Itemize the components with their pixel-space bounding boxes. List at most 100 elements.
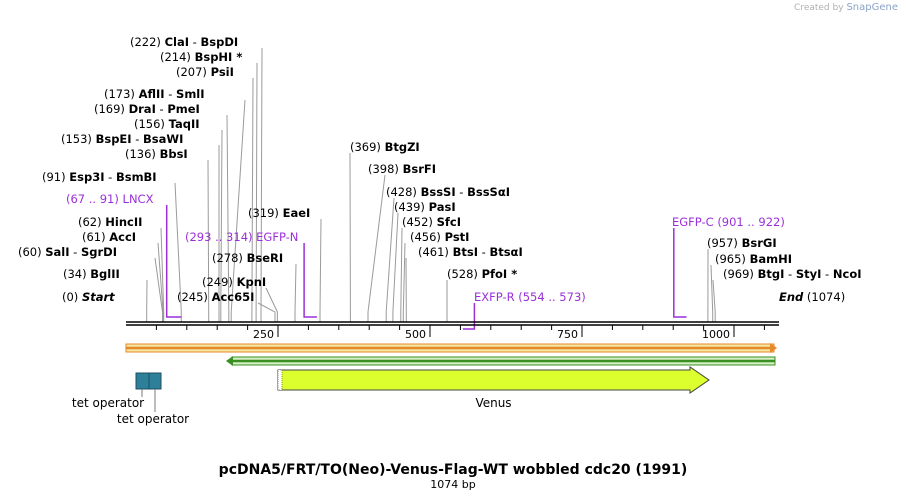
enzyme-name: HincII	[105, 215, 142, 229]
primer-name: EGFP-N	[256, 230, 298, 244]
site-position: (319)	[248, 206, 283, 220]
primer-label: EXFP-R (554 .. 573)	[474, 290, 586, 304]
watermark: Created by SnapGene	[794, 2, 898, 13]
site-position: (969)	[723, 267, 758, 281]
site-position: (173)	[104, 87, 139, 101]
site-leader-line	[226, 114, 230, 322]
site-position: (528)	[447, 267, 482, 281]
enzyme-name: BsrGI	[742, 236, 777, 250]
site-position: (34)	[63, 267, 90, 281]
site-position: (214)	[160, 50, 195, 64]
enzyme-name: EaeI	[283, 206, 311, 220]
site-position: (369)	[350, 140, 385, 154]
site-label: (34) BglII	[63, 267, 120, 281]
enzyme-name: BtsαI	[489, 245, 522, 259]
enzyme-name: BtgZI	[385, 140, 420, 154]
primer-range: (293 .. 314)	[185, 230, 256, 244]
ruler-label: 1000	[702, 328, 730, 341]
enzyme-name: SfcI	[437, 215, 461, 229]
enzyme-name: BamHI	[750, 252, 792, 266]
site-leader-line	[257, 302, 276, 322]
forward-arrowhead	[770, 343, 777, 353]
primers: (67 .. 91) LNCX (293 .. 314) EGFP-N EXFP-R…	[66, 192, 785, 330]
site-position: (249)	[202, 275, 237, 289]
site-position: (452)	[402, 215, 437, 229]
separator: -	[70, 245, 81, 259]
enzyme-name: KpnI	[237, 275, 267, 289]
enzyme-name: TaqII	[169, 117, 200, 131]
site-leader-line	[220, 129, 223, 322]
site-position: (456)	[410, 230, 445, 244]
enzyme-name: BspDI	[200, 35, 238, 49]
enzyme-name: PsiI	[211, 65, 234, 79]
site-label: (965) BamHI	[715, 252, 792, 266]
tet-operator-label: tet operator	[72, 396, 144, 410]
site-leader-line	[402, 242, 406, 322]
site-label: (156) TaqII	[134, 117, 200, 131]
primer-range: (554 .. 573)	[518, 290, 586, 304]
site-leader-line	[207, 159, 210, 322]
site-position: (61)	[82, 230, 109, 244]
site-leader-line	[154, 257, 163, 322]
separator: -	[456, 185, 467, 199]
site-position: (169)	[94, 102, 129, 116]
site-leader-line	[157, 242, 164, 322]
primer-range: (67 .. 91)	[66, 192, 123, 206]
site-label: (528) PfoI *	[447, 267, 517, 281]
tet-operator-label: tet operator	[117, 412, 189, 426]
site-label: (207) PsiI	[176, 65, 234, 79]
enzyme-name: AflII	[139, 87, 165, 101]
site-leader-line	[265, 287, 278, 322]
site-label: (428) BssSI - BssSαI	[386, 185, 510, 199]
site-leader-line	[260, 47, 263, 322]
site-label: (398) BsrFI	[368, 162, 436, 176]
separator: -	[104, 170, 115, 184]
enzyme-name: BtsI	[453, 245, 478, 259]
enzyme-name: AccI	[109, 230, 136, 244]
site-position: (957)	[707, 236, 742, 250]
primer-bracket	[165, 205, 182, 318]
site-leader-line	[712, 279, 716, 322]
end-label: End (1074)	[779, 290, 845, 304]
primer-range: (901 .. 922)	[717, 215, 785, 229]
enzyme-name: BglII	[90, 267, 120, 281]
site-label: (957) BsrGI	[707, 236, 777, 250]
site-lines	[146, 47, 716, 322]
strand-arrows	[125, 343, 777, 366]
site-label: (61) AccI	[82, 230, 136, 244]
enzyme-name: BspHI *	[195, 50, 243, 64]
primer-label: (67 .. 91) LNCX	[66, 192, 154, 206]
site-label: (62) HincII	[78, 215, 142, 229]
primer-bracket	[303, 243, 317, 318]
separator: -	[478, 245, 489, 259]
site-leader-line	[251, 77, 254, 322]
site-position: (245)	[177, 290, 212, 304]
enzyme-name: StyI	[796, 267, 822, 281]
ruler-label: 500	[405, 328, 426, 341]
separator: -	[821, 267, 832, 281]
primer-bracket	[673, 228, 687, 318]
enzyme-name: Esp3I	[69, 170, 104, 184]
site-position: (156)	[134, 117, 169, 131]
ruler-label: 750	[557, 328, 578, 341]
site-leader-line	[230, 99, 246, 322]
site-label: (245) Acc65I	[177, 290, 254, 304]
site-label: (369) BtgZI	[350, 140, 420, 154]
site-labels: (222) ClaI - BspDI(214) BspHI *(207) Psi…	[18, 35, 862, 304]
backbone	[126, 321, 779, 326]
enzyme-name: SmlI	[176, 87, 205, 101]
site-leader-line	[367, 174, 386, 322]
enzyme-name: ClaI	[165, 35, 189, 49]
site-label: (136) BbsI	[125, 147, 188, 161]
tet-operator-box	[135, 372, 150, 390]
site-label: (153) BspEI - BsaWI	[61, 132, 183, 146]
start-label: (0) Start	[62, 290, 115, 304]
site-leader-line	[400, 227, 403, 322]
site-label: (173) AflII - SmlI	[104, 87, 205, 101]
site-label: (249) KpnI	[202, 275, 266, 289]
site-position: (60)	[18, 245, 45, 259]
primer-label: (293 .. 314) EGFP-N	[185, 230, 298, 244]
site-label: (319) EaeI	[248, 206, 310, 220]
primer-label: EGFP-C (901 .. 922)	[672, 215, 785, 229]
